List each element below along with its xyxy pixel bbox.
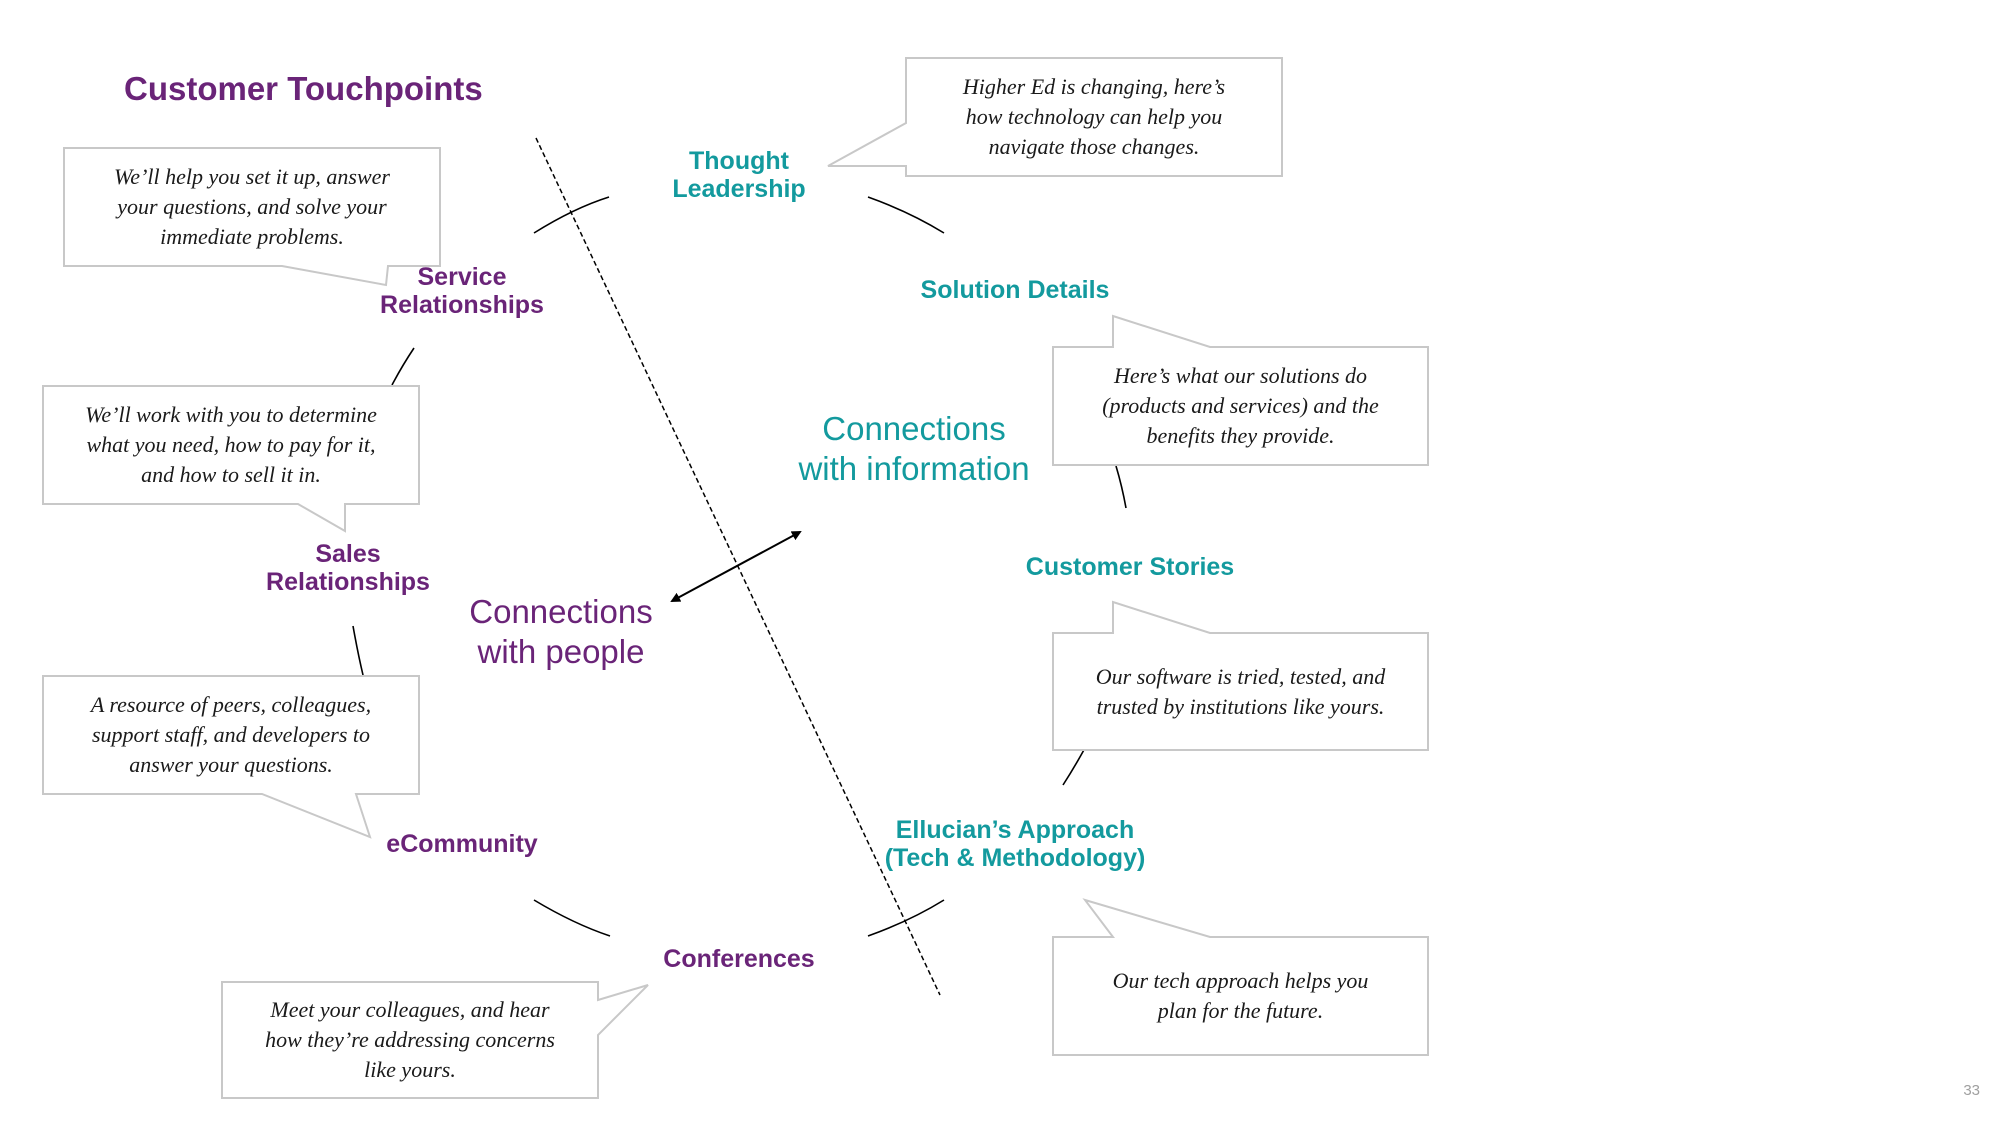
ring-connectors	[352, 196, 1127, 937]
node-ellucian-approach: Ellucian’s Approach (Tech & Methodology)	[884, 816, 1146, 872]
bubble-approach	[1052, 898, 1429, 1056]
node-conferences: Conferences	[663, 945, 815, 973]
bubble-text-ecommunity: A resource of peers, colleagues, support…	[90, 692, 372, 777]
node-solution-details: Solution Details	[920, 276, 1110, 304]
node-ecommunity: eCommunity	[386, 830, 538, 858]
arc-solution-stories	[1115, 465, 1127, 509]
bubble-text-thought: Higher Ed is changing, here’s how techno…	[962, 74, 1226, 159]
bubble-text-service: We’ll help you set it up, answer your qu…	[114, 164, 390, 249]
bubble-stories	[1052, 600, 1429, 751]
arc-ecommunity-conferences	[533, 899, 611, 937]
bubble-service	[63, 147, 441, 287]
arc-service-thought	[533, 196, 610, 234]
connection-arrow	[670, 531, 802, 602]
bubble-text-approach: Our tech approach helps you plan for the…	[1112, 968, 1369, 1023]
bubble-thought	[827, 57, 1283, 177]
bubble-text-stories: Our software is tried, tested, and trust…	[1095, 663, 1386, 719]
center-connections-information: Connections with information	[798, 410, 1030, 487]
bubble-text-conferences: Meet your colleagues, and hear how they’…	[265, 997, 555, 1082]
bubble-text-solution: Here’s what our solutions do (products a…	[1102, 363, 1379, 448]
arc-service-sales	[391, 347, 415, 386]
node-sales-relationships: Sales Relationships	[266, 540, 430, 596]
bubble-text-sales: We’ll work with you to determine what yo…	[85, 402, 377, 487]
node-customer-stories: Customer Stories	[1025, 553, 1235, 581]
bubble-ecommunity	[42, 675, 420, 839]
node-service-relationships: Service Relationships	[380, 263, 544, 319]
node-thought-leadership: Thought Leadership	[672, 147, 806, 203]
page-title: Customer Touchpoints	[124, 70, 483, 107]
callout-bubbles	[42, 57, 1429, 1099]
arc-sales-ecommunity	[352, 625, 364, 676]
center-connections-people: Connections with people	[469, 593, 653, 670]
page-number: 33	[1963, 1082, 1980, 1099]
bubble-sales	[42, 385, 420, 533]
arc-stories-approach	[1062, 747, 1086, 786]
bubble-solution	[1052, 314, 1429, 466]
arc-thought-solution	[867, 196, 945, 234]
arc-conferences-approach	[867, 899, 945, 937]
bubble-conferences	[221, 981, 649, 1099]
